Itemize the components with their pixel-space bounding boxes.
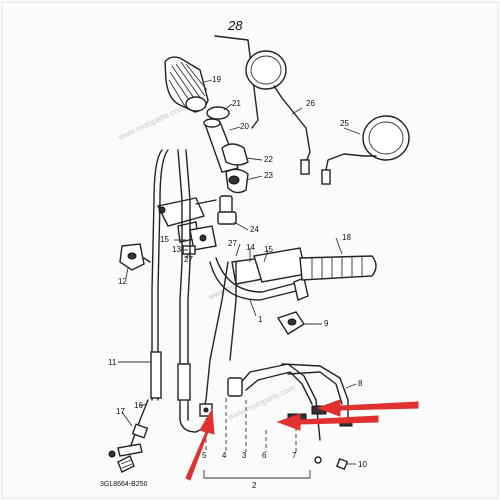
washer-21: [206, 106, 230, 120]
callout-23: 23: [264, 171, 273, 180]
callout-25: 25: [340, 119, 349, 128]
red-arrow-lower: [276, 413, 379, 431]
callout-20: 20: [240, 122, 249, 131]
callout-17: 17: [116, 407, 125, 416]
callout-9: 9: [324, 319, 329, 328]
callout-26: 26: [306, 99, 315, 108]
callout-6: 6: [262, 451, 267, 460]
mirror-25: [321, 115, 410, 185]
callout-19: 19: [212, 75, 221, 84]
mirror-26: [245, 50, 311, 175]
callout-24: 24: [250, 225, 259, 234]
part-12: [119, 243, 151, 271]
callout-5: 5: [202, 451, 207, 460]
callout-27b: 27: [184, 255, 193, 264]
highlight-arrows: [185, 399, 419, 481]
callout-22: 22: [264, 155, 273, 164]
callout-labels: 1 2 3 4 5 6 7 8 9 10 11 12 13 14 15 15 1…: [108, 75, 367, 490]
callout-11: 11: [108, 358, 117, 367]
throttle-housing: [217, 143, 249, 225]
callout-16: 16: [134, 401, 143, 410]
handlebar-1: [209, 261, 301, 301]
callout-15b: 15: [264, 245, 273, 254]
callout-14: 14: [246, 243, 255, 252]
cable-16-17: [108, 399, 149, 473]
callout-8: 8: [358, 379, 363, 388]
callout-10: 10: [358, 460, 367, 469]
callout-18: 18: [342, 233, 351, 242]
callout-13: 13: [172, 245, 181, 254]
left-grip: [164, 56, 209, 113]
callout-21: 21: [232, 99, 241, 108]
callout-12: 12: [118, 277, 127, 286]
left-switch-assembly: [156, 197, 217, 243]
leader-lines: [118, 79, 361, 465]
handwritten-note: 28: [227, 18, 243, 33]
red-arrow-diagonal: [185, 408, 215, 481]
cable-11-sleeve: [150, 351, 162, 399]
clutch-lever-bracket: [182, 225, 217, 255]
cable-sleeve-2: [177, 363, 191, 401]
callout-3: 3: [242, 451, 247, 460]
right-grip: [299, 255, 377, 281]
red-arrow-upper: [316, 399, 419, 417]
cable-11: [157, 149, 169, 401]
callout-15: 15: [160, 235, 169, 244]
callout-1: 1: [258, 315, 263, 324]
drawing-code: 3GL8664-B250: [100, 481, 148, 488]
callout-7: 7: [292, 451, 297, 460]
callout-27: 27: [228, 239, 237, 248]
callout-2: 2: [252, 481, 257, 490]
callout-4: 4: [222, 451, 227, 460]
